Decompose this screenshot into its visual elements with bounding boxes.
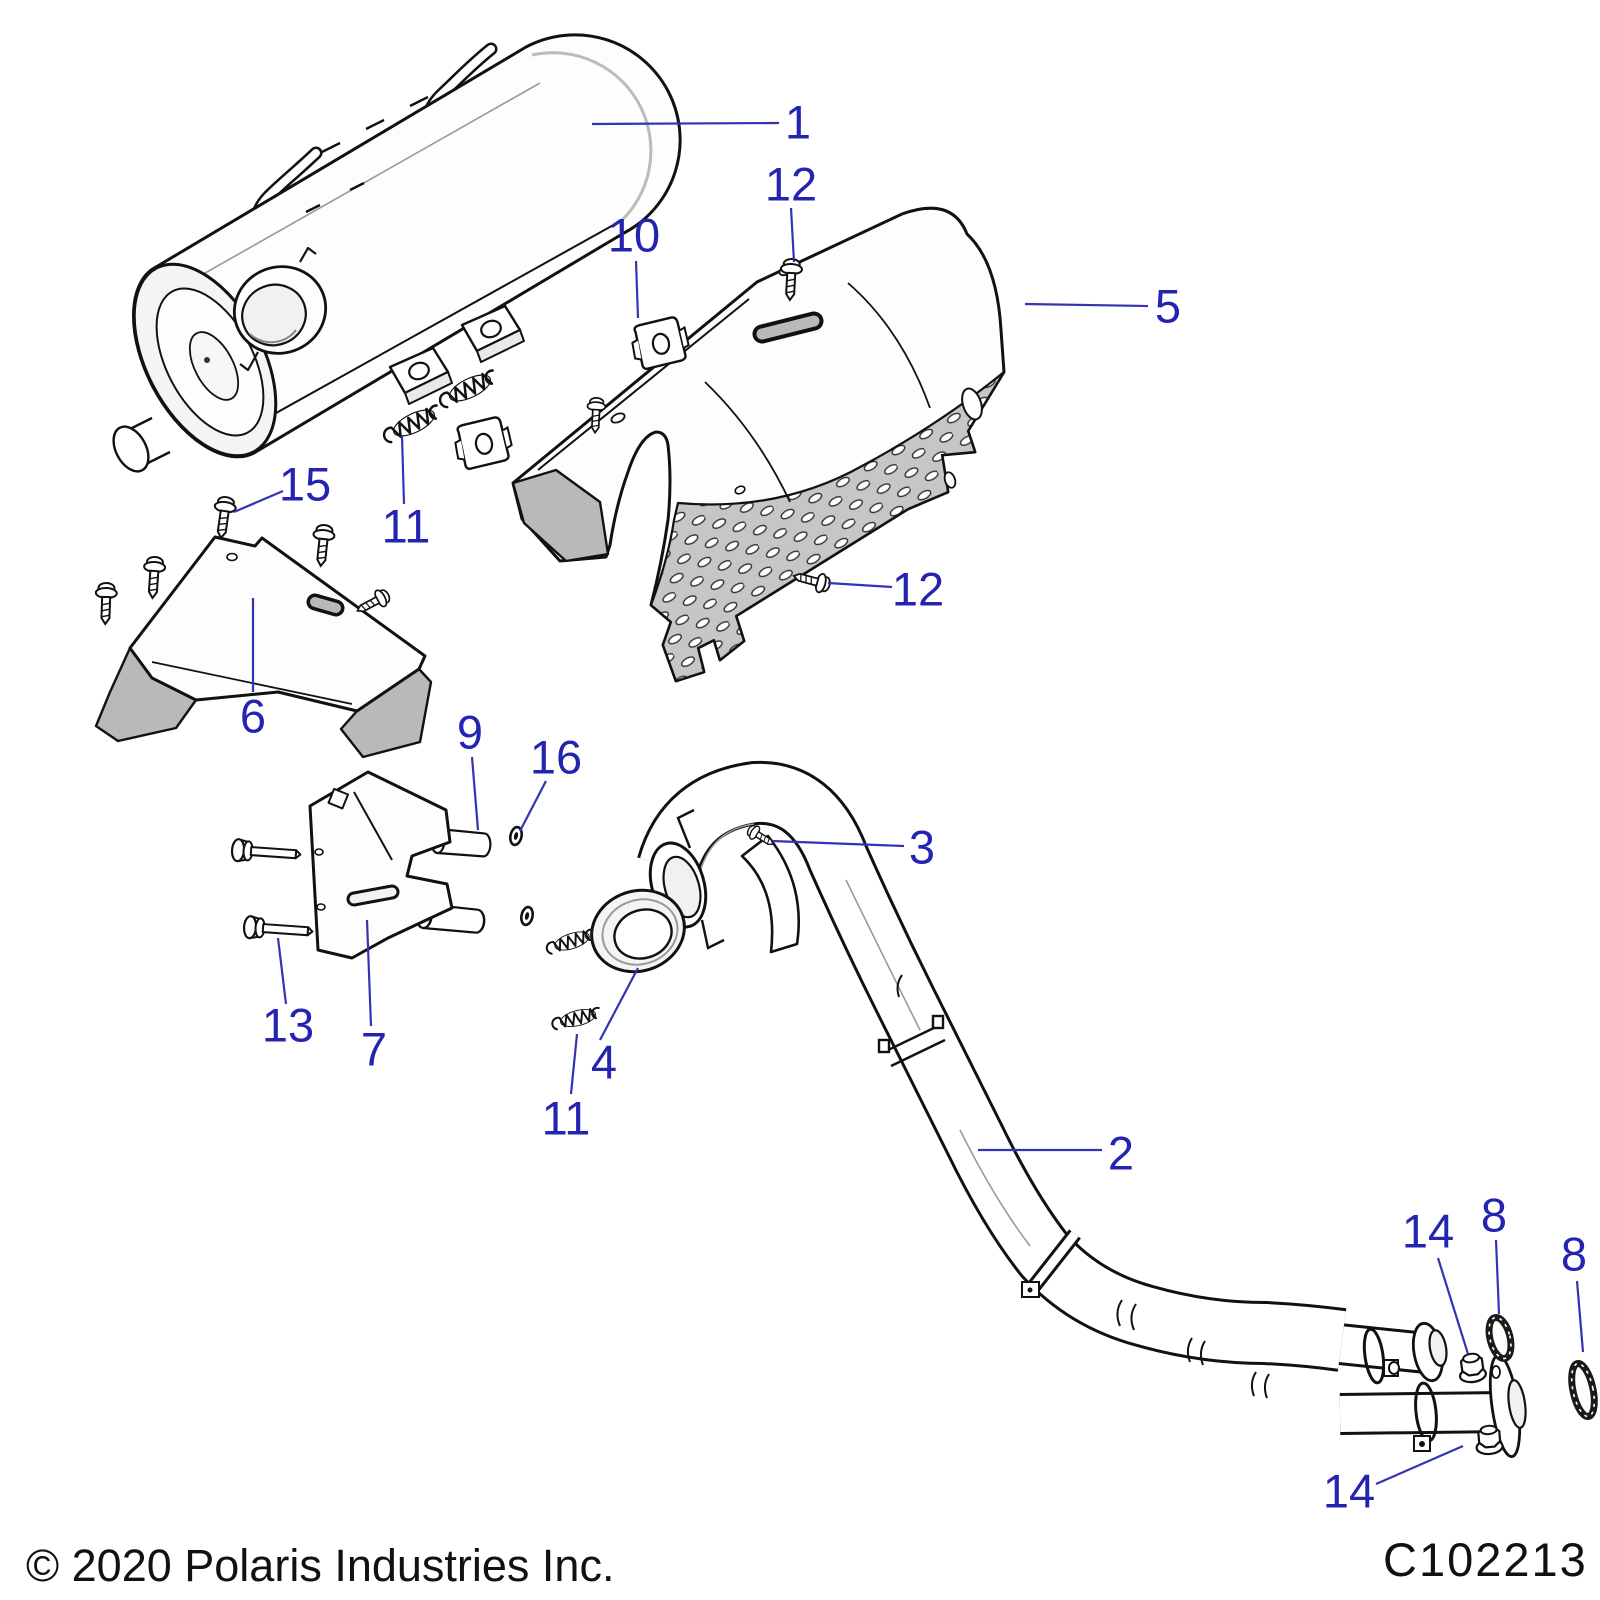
callout-label-12: 12 xyxy=(765,158,817,211)
callout-label-4: 4 xyxy=(591,1036,617,1089)
callout-label-9: 9 xyxy=(457,706,483,759)
callout-label-14: 14 xyxy=(1402,1205,1454,1258)
callout-label-5: 5 xyxy=(1155,280,1181,333)
callout-leader-8 xyxy=(1575,1280,1585,1353)
muffler-drawing xyxy=(112,33,682,473)
washer-16-b xyxy=(518,904,536,928)
copyright-text: © 2020 Polaris Industries Inc. xyxy=(26,1540,614,1591)
callout-label-10: 10 xyxy=(608,209,660,262)
callout-leader-10 xyxy=(634,260,640,319)
callout-label-6: 6 xyxy=(240,690,266,743)
spring-11-b xyxy=(379,401,445,448)
callout-leader-7 xyxy=(365,919,373,1027)
callout-leader-1 xyxy=(591,121,780,126)
bolt-13-a xyxy=(230,837,303,867)
muffler-inlet-port xyxy=(232,246,328,372)
spring-11-d xyxy=(549,1004,603,1033)
callout-leader-16 xyxy=(519,780,547,832)
callout-leader-3 xyxy=(771,839,905,848)
callout-leader-15 xyxy=(233,489,284,514)
callout-leader-9 xyxy=(470,756,480,831)
callout-leader-12 xyxy=(789,207,796,263)
elbow-clamp xyxy=(740,822,801,954)
callout-leader-11 xyxy=(569,1033,579,1095)
callout-label-1: 1 xyxy=(785,96,811,149)
callout-label-16: 16 xyxy=(530,731,582,784)
callout-label-13: 13 xyxy=(262,999,314,1052)
mount-cushion-10-b xyxy=(451,414,516,472)
front-heat-shield-drawing xyxy=(94,535,433,759)
muffler-hanger-clips xyxy=(388,304,525,405)
ring-gaskets xyxy=(1485,1313,1598,1420)
pipe-sleeve-joint xyxy=(877,1014,946,1068)
exhaust-pipe-drawing xyxy=(590,760,1598,1458)
callout-label-15: 15 xyxy=(279,458,331,511)
bracket-plate xyxy=(308,770,454,960)
callout-label-8: 8 xyxy=(1561,1228,1587,1281)
callout-leader-11 xyxy=(400,435,406,505)
callout-leader-14 xyxy=(1436,1257,1470,1355)
callout-label-3: 3 xyxy=(909,821,935,874)
stub-clamps xyxy=(1362,1327,1438,1452)
nut-14-a xyxy=(1456,1351,1488,1385)
callout-label-8: 8 xyxy=(1481,1189,1507,1242)
spring-11-c xyxy=(543,925,597,958)
callout-leader-5 xyxy=(1024,302,1149,308)
callout-leader-4 xyxy=(599,967,639,1041)
pipe-band-clamp xyxy=(1021,1229,1081,1298)
gasket-seal-ring xyxy=(590,888,686,974)
diagram-code: C102213 xyxy=(1383,1533,1588,1586)
callout-label-14: 14 xyxy=(1323,1465,1375,1518)
upper-heat-shield-drawing xyxy=(511,206,1006,683)
callout-label-2: 2 xyxy=(1108,1127,1134,1180)
callout-label-7: 7 xyxy=(361,1023,387,1076)
outlet-flanges xyxy=(1411,1321,1527,1458)
screw-15 xyxy=(209,494,239,541)
callout-label-12: 12 xyxy=(892,563,944,616)
callout-label-11: 11 xyxy=(542,1092,591,1145)
callout-leader-8 xyxy=(1494,1239,1501,1315)
callout-leader-14 xyxy=(1375,1444,1464,1486)
callout-leader-12 xyxy=(827,581,893,589)
callout-label-11: 11 xyxy=(382,500,431,553)
callout-leader-13 xyxy=(276,937,288,1005)
mount-bracket-drawing xyxy=(230,770,536,960)
